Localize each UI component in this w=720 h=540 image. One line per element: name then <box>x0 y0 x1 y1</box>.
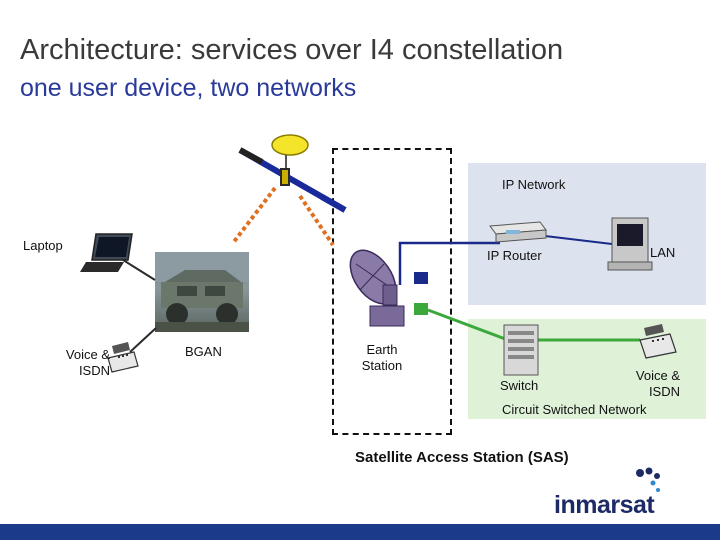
switch-label: Switch <box>500 378 539 393</box>
earth-station-dish-icon <box>349 249 405 327</box>
lan-computer-icon <box>607 217 653 271</box>
laptop-label: Laptop <box>23 238 63 253</box>
bgan-vehicle-photo <box>155 252 249 332</box>
lan-link <box>544 235 613 245</box>
radio-link-bgan <box>231 186 277 245</box>
lan-label: LAN <box>650 245 676 260</box>
radio-link-earth-station <box>298 194 335 247</box>
phone-icon-left <box>107 342 139 373</box>
slide-subtitle: one user device, two networks <box>20 74 357 102</box>
voice-isdn-label-left: Voice & ISDN <box>65 347 110 378</box>
brand-bar <box>0 524 720 540</box>
voice-isdn-label-right: Voice & ISDN <box>635 368 680 399</box>
phone-icon-right <box>639 324 677 359</box>
bgan-label: BGAN <box>185 344 222 359</box>
ip-network-label: IP Network <box>502 177 566 192</box>
slide-title: Architecture: services over I4 constella… <box>20 34 564 66</box>
sas-boundary <box>332 148 452 435</box>
inmarsat-logo-icon <box>636 467 660 492</box>
sas-label: Satellite Access Station (SAS) <box>355 449 569 466</box>
laptop-link <box>119 257 156 281</box>
switch-icon <box>503 324 539 376</box>
phone-link <box>129 327 157 353</box>
circuit-switched-network-label: Circuit Switched Network <box>502 402 647 417</box>
ip-link <box>398 241 500 285</box>
ip-router-label: IP Router <box>487 248 542 263</box>
satellite-icon <box>238 134 347 213</box>
laptop-icon <box>80 233 133 272</box>
earth-station-label: Earth Station <box>361 342 403 373</box>
ip-router-icon <box>489 221 547 243</box>
inmarsat-logo: inmarsat <box>554 491 655 519</box>
